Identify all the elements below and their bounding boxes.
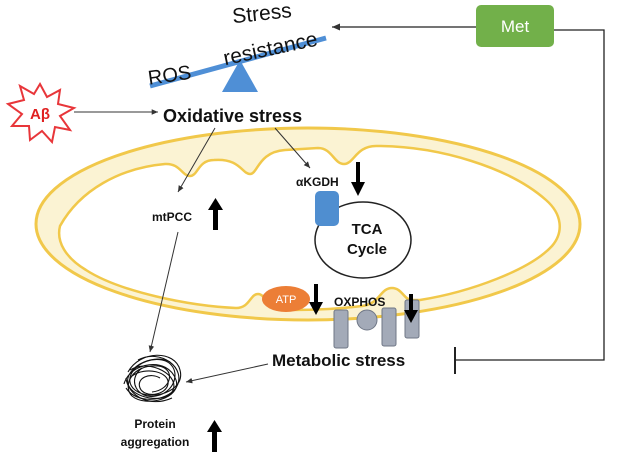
oxidative-to-akgdh-arrow: [274, 127, 311, 169]
abeta-label: Aβ: [30, 106, 50, 123]
abeta-starburst: Aβ: [5, 81, 77, 145]
mtpcc-label: mtPCC: [152, 210, 192, 224]
balance-fulcrum: [222, 60, 258, 92]
oxphos-label: OXPHOS: [334, 295, 385, 309]
cycle-label: Cycle: [347, 241, 387, 258]
oxidative-to-mtpcc-arrow: [177, 127, 216, 193]
stress-label: Stress: [231, 0, 293, 28]
metabolic-stress-label: Metabolic stress: [272, 351, 405, 370]
akgdh-enzyme: [315, 191, 339, 226]
resistance-label: resistance: [221, 28, 319, 70]
met-box: Met: [476, 5, 554, 47]
tca-label: TCA: [352, 221, 383, 238]
bold-up-arrow-icon: [208, 198, 223, 230]
stress-balance: [149, 35, 327, 92]
metabolic-to-protein-arrow: [185, 363, 269, 384]
bold-down-arrow-icon: [404, 294, 418, 323]
mitochondrion: [34, 126, 582, 322]
protein-tangle-icon: [123, 354, 182, 403]
atp-label: ATP: [276, 294, 297, 306]
oxphos-complex-3: [381, 307, 397, 347]
oxphos-complex-1: [333, 309, 349, 349]
starburst-icon: [5, 81, 77, 145]
bold-up-arrow-icon: [207, 420, 222, 452]
protein-label: Protein: [134, 417, 175, 431]
pathway-arrows: [74, 109, 311, 384]
balance-beam: [149, 35, 327, 89]
oxidative-stress-label: Oxidative stress: [163, 106, 302, 126]
met-inhibition-line: [455, 29, 605, 361]
mitochondrion-inner-membrane: [57, 144, 561, 312]
met-label: Met: [501, 17, 530, 36]
bold-down-arrow-icon: [351, 162, 365, 196]
aggregation-label: aggregation: [121, 435, 190, 449]
bold-down-arrow-icon: [309, 284, 323, 315]
met-feedback-path: [332, 23, 605, 374]
ros-label: ROS: [147, 62, 193, 90]
oxphos-complex-2: [356, 309, 378, 331]
atp-synthase: [262, 286, 310, 312]
akgdh-label: αKGDH: [296, 175, 339, 189]
mtpcc-to-protein-arrow: [148, 231, 179, 353]
oxphos-complexes: [333, 299, 420, 349]
